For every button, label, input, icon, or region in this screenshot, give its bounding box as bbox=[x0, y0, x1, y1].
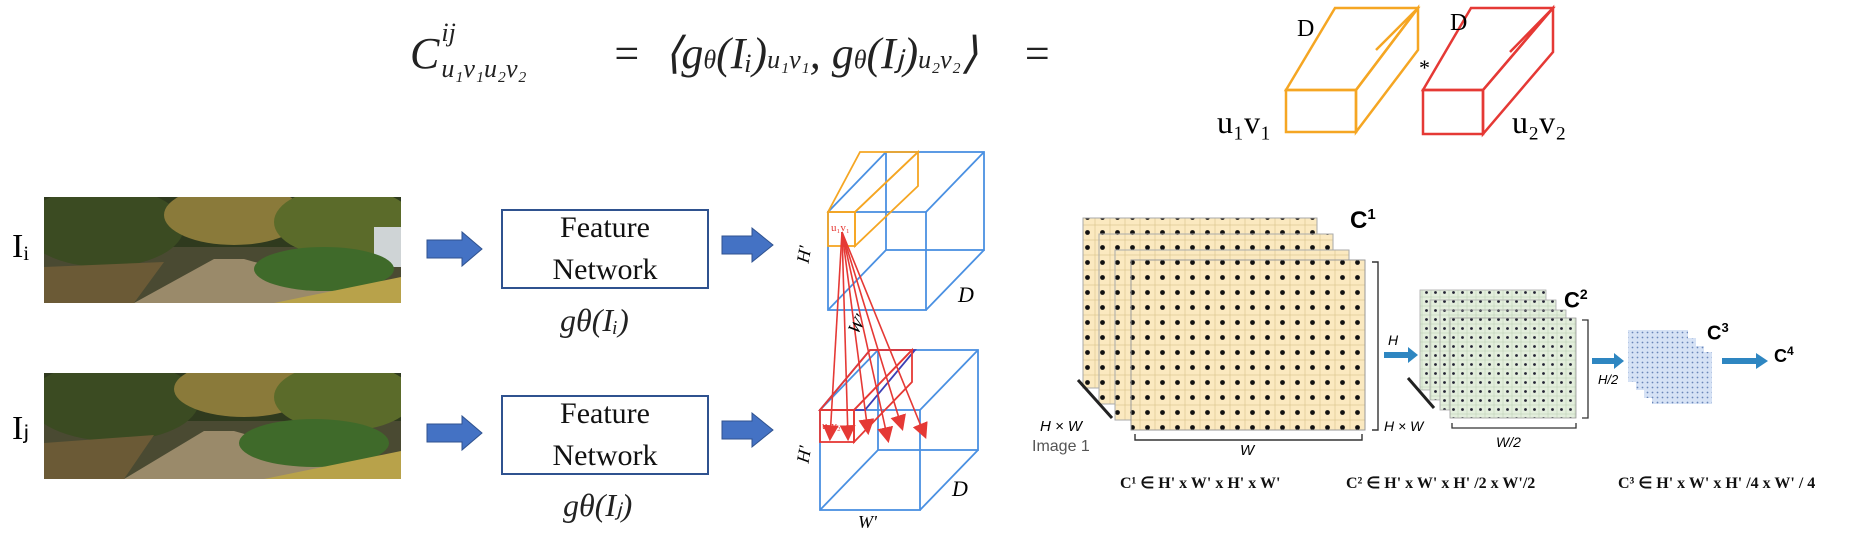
c4-symbol: C bbox=[1774, 346, 1787, 366]
feature-func-j: gθ(Iⱼ) bbox=[563, 487, 633, 523]
eq-sub-2: u₂v₂ bbox=[918, 45, 961, 74]
right-box-position-label: u₂v₂ bbox=[1512, 104, 1567, 140]
eq-lhs-sub: u₁v₁u₂v₂ bbox=[441, 54, 527, 83]
c2-h-label: H/2 bbox=[1598, 372, 1619, 387]
c3-symbol: C bbox=[1707, 322, 1722, 345]
c4-sup: 4 bbox=[1787, 344, 1794, 358]
eq-comma: , g bbox=[809, 29, 854, 78]
image1-label: Image 1 bbox=[1032, 438, 1090, 455]
left-box-position-label: u₁v₁ bbox=[1217, 104, 1272, 140]
arrow-net-j bbox=[721, 411, 774, 449]
image-i-label: Iᵢ bbox=[12, 228, 29, 265]
feature-network-line1-i: Feature bbox=[560, 211, 650, 244]
c1-h-bracket bbox=[1372, 261, 1379, 431]
c1-symbol: C bbox=[1350, 207, 1368, 234]
c2-label: C2 bbox=[1564, 286, 1588, 313]
feature-network-box-j bbox=[501, 395, 709, 475]
c2-sup: 2 bbox=[1579, 286, 1588, 302]
eq-equals-2: = bbox=[1024, 29, 1050, 78]
feature-network-label-i: Feature Network bbox=[502, 207, 708, 291]
bottom-volume-h-label: H' bbox=[792, 444, 816, 465]
input-photo-i bbox=[44, 197, 401, 303]
eq-theta-2: θ bbox=[853, 45, 867, 74]
feature-volume-bottom bbox=[819, 349, 979, 511]
feature-network-label-j: Feature Network bbox=[502, 393, 708, 477]
c2-stack bbox=[1419, 289, 1577, 419]
eq-theta-1: θ bbox=[703, 45, 717, 74]
c4-label: C4 bbox=[1774, 344, 1794, 367]
top-volume-d-label: D bbox=[958, 282, 974, 307]
red-feature-box bbox=[1420, 4, 1556, 138]
c2-h-bracket bbox=[1582, 319, 1589, 419]
c1-hw-line bbox=[1076, 378, 1114, 420]
eq-arg-i: (Iᵢ) bbox=[716, 29, 768, 78]
feature-volume-top bbox=[827, 151, 985, 311]
c2-hw-line bbox=[1406, 377, 1436, 409]
c1-sup: 1 bbox=[1367, 206, 1376, 223]
orange-feature-box bbox=[1283, 4, 1421, 136]
input-photo-j bbox=[44, 373, 401, 479]
left-box-depth-label: D bbox=[1297, 16, 1315, 42]
feature-network-line1-j: Feature bbox=[560, 397, 650, 430]
c1-h-label: H bbox=[1388, 332, 1399, 348]
c1-label: C1 bbox=[1350, 206, 1376, 235]
top-volume-h-label: H' bbox=[792, 244, 816, 265]
c3-label: C3 bbox=[1707, 320, 1729, 346]
feature-network-box-i bbox=[501, 209, 709, 289]
c1-w-bracket bbox=[1134, 434, 1363, 441]
c3-caption: C³ ∈ H' x W' x H' /4 x W' / 4 bbox=[1618, 475, 1816, 492]
eq-open: ⟨g bbox=[664, 29, 704, 78]
eq-lhs-sup: ij bbox=[441, 18, 456, 47]
c2-w-label: W/2 bbox=[1496, 434, 1521, 450]
bottom-volume-w-label: W' bbox=[858, 512, 877, 532]
c2-hw-label: H × W bbox=[1384, 418, 1424, 434]
bottom-volume-d-label: D bbox=[952, 476, 968, 501]
multiply-star: * bbox=[1419, 55, 1430, 80]
bottom-patch-label: u₂v₂ bbox=[822, 420, 841, 432]
eq-sub-1: u₁v₁ bbox=[767, 45, 810, 74]
c1-hw-label: H × W bbox=[1040, 418, 1083, 435]
c2-symbol: C bbox=[1564, 287, 1580, 313]
eq-lhs-symbol: C bbox=[410, 29, 440, 78]
arrow-c3-c4 bbox=[1722, 353, 1768, 369]
c3-sup: 3 bbox=[1721, 320, 1729, 335]
arrow-image-i bbox=[426, 230, 483, 268]
c1-caption: C¹ ∈ H' x W' x H' x W' bbox=[1120, 475, 1281, 492]
top-patch-label: u₁v₁ bbox=[831, 222, 850, 234]
correlation-equation: C ij u₁v₁u₂v₂ = ⟨gθ(Iᵢ)u₁v₁, gθ(Iⱼ)u₂v₂⟩… bbox=[410, 18, 1050, 83]
image-j-label: Iⱼ bbox=[12, 410, 30, 447]
c2-w-bracket bbox=[1451, 423, 1577, 429]
feature-network-line2-i: Network bbox=[552, 253, 658, 286]
arrow-c1-c2 bbox=[1384, 347, 1418, 363]
feature-func-i: gθ(Iᵢ) bbox=[560, 302, 629, 338]
c3-stack bbox=[1628, 330, 1712, 404]
eq-close: ⟩ bbox=[960, 29, 978, 78]
arrow-c2-c3 bbox=[1592, 353, 1624, 369]
eq-equals: = bbox=[614, 29, 640, 78]
correlation-arrows bbox=[822, 231, 928, 444]
feature-network-line2-j: Network bbox=[552, 439, 658, 472]
arrow-image-j bbox=[426, 414, 483, 452]
right-box-depth-label: D bbox=[1450, 10, 1468, 36]
c2-caption: C² ∈ H' x W' x H' /2 x W'/2 bbox=[1346, 475, 1536, 492]
eq-arg-j: (Iⱼ) bbox=[866, 29, 919, 78]
c1-w-label: W bbox=[1240, 442, 1255, 459]
arrow-net-i bbox=[721, 226, 774, 264]
c1-stack bbox=[1082, 217, 1366, 431]
